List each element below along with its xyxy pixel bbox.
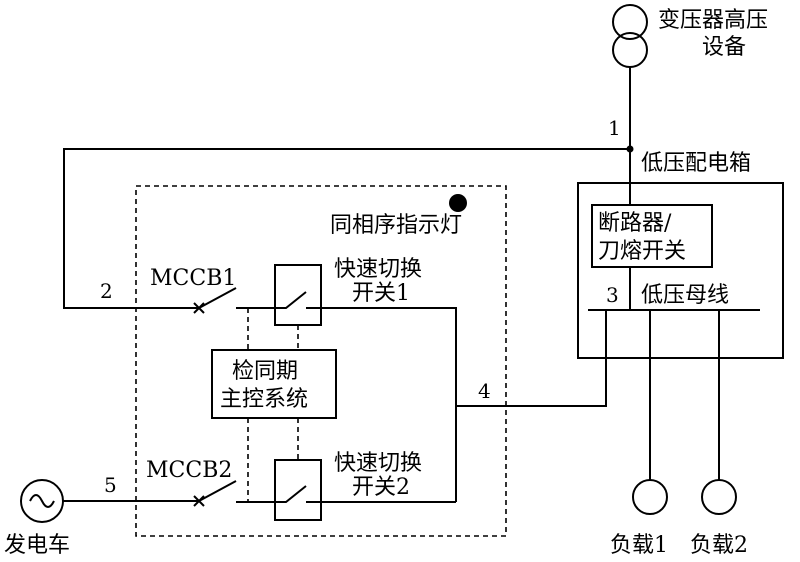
node-label-3: 3 xyxy=(606,283,619,307)
switch1-output-wire xyxy=(321,307,457,502)
load2-label: 负载2 xyxy=(690,533,748,558)
phase-sequence-indicator-label: 同相序指示灯 xyxy=(330,213,462,238)
node-label-1: 1 xyxy=(608,116,621,140)
switch2-box xyxy=(274,459,322,521)
transformer-label-line2: 设备 xyxy=(702,35,746,60)
transformer-symbol xyxy=(612,4,648,68)
node-label-4: 4 xyxy=(478,379,491,403)
generator-label: 发电车 xyxy=(4,533,70,558)
sync-panel-boundary xyxy=(135,185,507,537)
mccb1-label: MCCB1 xyxy=(150,266,236,291)
switch2-label-line1: 快速切换 xyxy=(334,451,422,476)
load1-label: 负载1 xyxy=(610,533,668,558)
phase-sequence-indicator-lamp xyxy=(449,194,467,212)
load2-symbol xyxy=(701,479,737,515)
switch1-contact xyxy=(275,291,321,309)
node-label-5: 5 xyxy=(104,473,117,497)
lv-bus-label: 低压母线 xyxy=(641,283,729,308)
switch2-contact xyxy=(275,485,321,503)
controller-label-line2: 主控系统 xyxy=(220,387,308,412)
mccb2-label: MCCB2 xyxy=(146,458,232,483)
switch1-label-line1: 快速切换 xyxy=(334,257,422,282)
breaker-label-line1: 断路器/ xyxy=(598,211,672,236)
controller-label-line1: 检同期 xyxy=(232,359,298,384)
breaker-box xyxy=(591,204,713,268)
breaker-label-line2: 刀熔开关 xyxy=(598,239,686,264)
transformer-label-line1: 变压器高压 xyxy=(658,8,768,33)
lv-cabinet xyxy=(577,182,784,359)
switch2-label-line2: 开关2 xyxy=(352,475,410,500)
lv-cabinet-label: 低压配电箱 xyxy=(641,151,751,176)
switch1-box xyxy=(274,264,322,326)
mccb2-symbol xyxy=(193,480,275,507)
switch1-label-line2: 开关1 xyxy=(352,281,410,306)
sync-controller-box xyxy=(211,349,337,419)
mccb1-symbol xyxy=(193,287,275,314)
node-label-2: 2 xyxy=(100,279,113,303)
load1-symbol xyxy=(632,479,668,515)
loop-wire xyxy=(63,148,630,309)
generator-sine-icon xyxy=(29,494,55,508)
